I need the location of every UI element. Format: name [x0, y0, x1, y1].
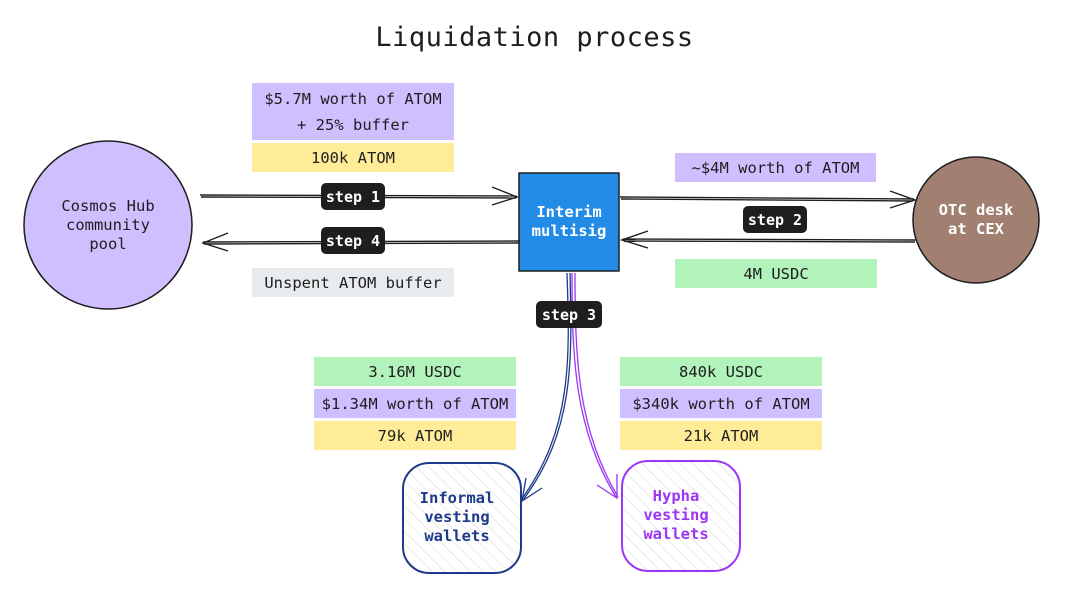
- hypha-wallets-label: Hypha vesting wallets: [643, 486, 709, 543]
- informal-wallets-label: Informal vesting wallets: [419, 488, 495, 545]
- step2-arrow-back: [619, 230, 917, 249]
- informal-usdc-label: 3.16M USDC: [314, 357, 516, 386]
- step2-worth-label: ~$4M worth of ATOM: [675, 153, 876, 182]
- informal-worth-label: $1.34M worth of ATOM: [314, 389, 516, 418]
- step2-badge: step 2: [743, 206, 807, 233]
- hypha-wallets-node: [621, 460, 741, 572]
- step4-buffer-label: Unspent ATOM buffer: [252, 268, 454, 297]
- hypha-atom-label: 21k ATOM: [620, 421, 822, 450]
- step1-worth-line2: + 25% buffer: [297, 115, 409, 134]
- multisig-label: Interim multisig: [531, 203, 607, 240]
- hypha-usdc-label: 840k USDC: [620, 357, 822, 386]
- step1-badge: step 1: [321, 183, 385, 210]
- informal-wallets-node: [402, 462, 522, 574]
- community-pool-node: [23, 140, 193, 310]
- step2-usdc-label: 4M USDC: [675, 259, 877, 288]
- hypha-worth-label: $340k worth of ATOM: [620, 389, 822, 418]
- step2-arrow-out: [619, 190, 918, 209]
- step3-badge: step 3: [536, 301, 602, 328]
- multisig-node: [518, 172, 620, 272]
- otc-desk-node: [912, 156, 1040, 284]
- otc-desk-label: OTC desk at CEX: [938, 201, 1014, 238]
- diagram-title: Liquidation process: [375, 22, 694, 53]
- step1-worth-label: $5.7M worth of ATOM + 25% buffer: [252, 83, 454, 140]
- step1-atom-label: 100k ATOM: [252, 143, 454, 172]
- community-pool-label: Cosmos Hub community pool: [61, 196, 155, 253]
- step1-worth-line1: $5.7M worth of ATOM: [264, 89, 442, 108]
- step4-badge: step 4: [321, 227, 385, 254]
- informal-atom-label: 79k ATOM: [314, 421, 516, 450]
